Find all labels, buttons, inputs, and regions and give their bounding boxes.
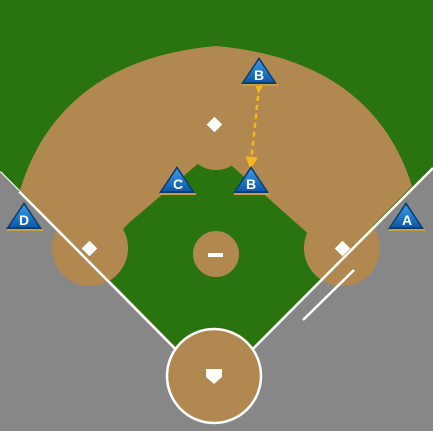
first-base (334, 240, 351, 257)
player-marker-a: A (388, 202, 425, 231)
marker-label-d: D (19, 212, 29, 228)
player-marker-c: C (159, 166, 196, 195)
third-base (81, 240, 98, 257)
marker-label-c: C (173, 176, 183, 192)
movement-arrow (245, 80, 266, 170)
foul-corner-left (0, 172, 20, 192)
first-base-dirt-edge (304, 195, 380, 262)
running-lane-line (302, 269, 355, 321)
player-marker-b-mid: B (233, 166, 270, 195)
home-plate (206, 369, 222, 384)
marker-label-b-top: B (254, 67, 264, 83)
third-base-dirt-edge (52, 195, 128, 262)
marker-label-b-mid: B (246, 176, 256, 192)
player-marker-b-top: B (241, 57, 278, 86)
pitchers-rubber (208, 253, 223, 257)
marker-label-a: A (402, 212, 412, 228)
second-base-cutout (186, 140, 246, 170)
player-marker-d: D (6, 202, 43, 231)
foul-territory-left (0, 172, 214, 431)
second-base (206, 116, 223, 133)
